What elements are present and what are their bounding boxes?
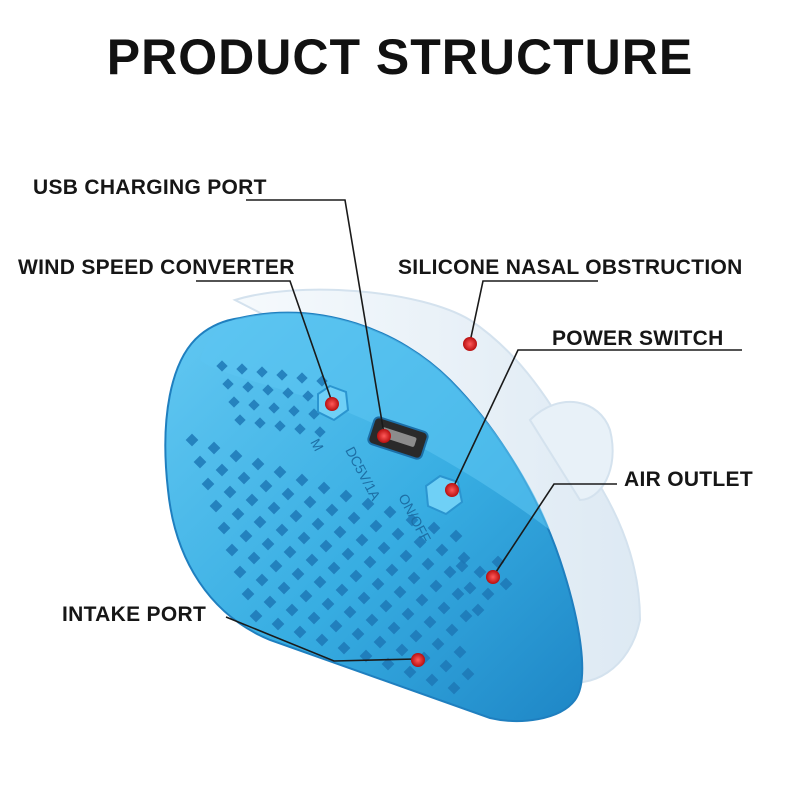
label-power-switch: POWER SWITCH (552, 327, 724, 351)
marker-air-outlet (486, 570, 500, 584)
marker-usb (377, 429, 391, 443)
marker-wind-speed (325, 397, 339, 411)
label-usb-charging-port: USB CHARGING PORT (33, 176, 267, 200)
label-wind-speed-converter: WIND SPEED CONVERTER (18, 256, 295, 280)
marker-intake (411, 653, 425, 667)
label-air-outlet: AIR OUTLET (624, 468, 753, 492)
marker-power (445, 483, 459, 497)
label-silicone-nasal-obstruction: SILICONE NASAL OBSTRUCTION (398, 256, 743, 280)
label-intake-port: INTAKE PORT (62, 603, 206, 627)
marker-silicone (463, 337, 477, 351)
